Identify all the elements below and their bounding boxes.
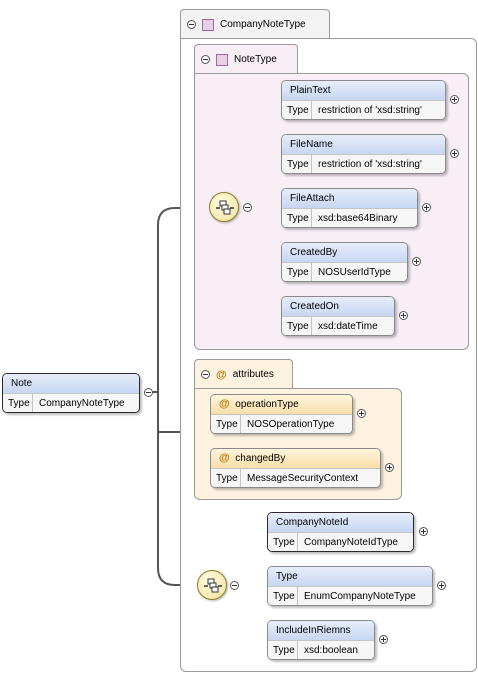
type-key: Type (268, 533, 298, 551)
expand-icon[interactable] (379, 635, 388, 644)
attributes-tab: @ attributes (194, 359, 293, 389)
note-type-tab: NoteType (194, 44, 298, 74)
at-sign-icon: @ (219, 452, 230, 464)
element-createdon[interactable]: CreatedOn Type xsd:dateTime (281, 296, 395, 336)
element-name: PlainText (282, 81, 445, 100)
type-key: Type (282, 317, 312, 335)
type-value: EnumCompanyNoteType (304, 591, 416, 602)
type-key: Type (211, 415, 241, 433)
attribute-operationtype[interactable]: @ operationType Type NOSOperationType (210, 394, 353, 434)
collapse-icon[interactable] (230, 581, 239, 590)
element-type[interactable]: Type Type EnumCompanyNoteType (267, 566, 433, 606)
company-note-type-tab: CompanyNoteType (180, 9, 330, 39)
expand-icon[interactable] (385, 463, 394, 472)
element-name: Type (268, 567, 432, 586)
type-key: Type (211, 469, 241, 487)
type-key: Type (282, 155, 312, 173)
type-row: Type xsd:base64Binary (282, 208, 417, 227)
type-row: Type restriction of 'xsd:string' (282, 100, 445, 119)
type-key: Type (268, 641, 298, 659)
type-value: NOSUserIdType (318, 267, 391, 278)
type-value: CompanyNoteType (39, 398, 125, 409)
type-row: Type restriction of 'xsd:string' (282, 154, 445, 173)
element-name: FileAttach (282, 189, 417, 208)
collapse-icon[interactable] (201, 55, 210, 64)
type-value: restriction of 'xsd:string' (318, 105, 422, 116)
type-value: NOSOperationType (247, 419, 335, 430)
type-row: Type NOSOperationType (211, 414, 352, 433)
element-name: IncludeInRiemns (268, 621, 374, 640)
sequence-compositor-icon[interactable] (209, 192, 239, 222)
attribute-name: operationType (235, 399, 299, 410)
company-note-type-label: CompanyNoteType (220, 19, 306, 30)
collapse-icon[interactable] (187, 20, 196, 29)
expand-icon[interactable] (399, 311, 408, 320)
expand-icon[interactable] (412, 257, 421, 266)
complex-type-icon (202, 18, 214, 31)
element-name: CreatedOn (282, 297, 394, 316)
type-row: Type MessageSecurityContext (211, 468, 380, 487)
collapse-icon[interactable] (201, 370, 210, 379)
element-companynoteid[interactable]: CompanyNoteId Type CompanyNoteIdType (267, 512, 414, 552)
type-value: xsd:boolean (304, 645, 358, 656)
element-name: Note (3, 374, 139, 393)
type-value: CompanyNoteIdType (304, 537, 398, 548)
type-value: restriction of 'xsd:string' (318, 159, 422, 170)
collapse-icon[interactable] (243, 203, 252, 212)
element-filename[interactable]: FileName Type restriction of 'xsd:string… (281, 134, 446, 174)
at-sign-icon: @ (216, 368, 227, 381)
expand-icon[interactable] (437, 581, 446, 590)
element-name: CreatedBy (282, 243, 407, 262)
element-name: FileName (282, 135, 445, 154)
type-row: Type CompanyNoteType (3, 393, 139, 412)
expand-icon[interactable] (357, 409, 366, 418)
expand-icon[interactable] (419, 527, 428, 536)
collapse-icon[interactable] (144, 388, 153, 397)
type-row: Type CompanyNoteIdType (268, 532, 413, 551)
note-type-label: NoteType (234, 54, 277, 65)
type-key: Type (3, 394, 33, 412)
type-row: Type xsd:dateTime (282, 316, 394, 335)
root-element-note[interactable]: Note Type CompanyNoteType (2, 373, 140, 413)
type-key: Type (282, 101, 312, 119)
type-row: Type EnumCompanyNoteType (268, 586, 432, 605)
type-value: xsd:base64Binary (318, 213, 398, 224)
expand-icon[interactable] (450, 95, 459, 104)
type-value: MessageSecurityContext (247, 473, 359, 484)
type-row: Type xsd:boolean (268, 640, 374, 659)
type-row: Type NOSUserIdType (282, 262, 407, 281)
element-fileattach[interactable]: FileAttach Type xsd:base64Binary (281, 188, 418, 228)
element-createdby[interactable]: CreatedBy Type NOSUserIdType (281, 242, 408, 282)
attribute-changedby[interactable]: @ changedBy Type MessageSecurityContext (210, 448, 381, 488)
element-includeinriemns[interactable]: IncludeInRiemns Type xsd:boolean (267, 620, 375, 660)
element-plaintext[interactable]: PlainText Type restriction of 'xsd:strin… (281, 80, 446, 120)
type-value: xsd:dateTime (318, 321, 378, 332)
at-sign-icon: @ (219, 398, 230, 410)
expand-icon[interactable] (422, 203, 431, 212)
type-key: Type (268, 587, 298, 605)
attribute-name: changedBy (235, 453, 286, 464)
attributes-label: attributes (232, 369, 274, 380)
type-key: Type (282, 263, 312, 281)
expand-icon[interactable] (450, 149, 459, 158)
element-name: CompanyNoteId (268, 513, 413, 532)
type-key: Type (282, 209, 312, 227)
sequence-compositor-icon[interactable] (197, 570, 227, 600)
complex-type-icon (216, 53, 228, 66)
